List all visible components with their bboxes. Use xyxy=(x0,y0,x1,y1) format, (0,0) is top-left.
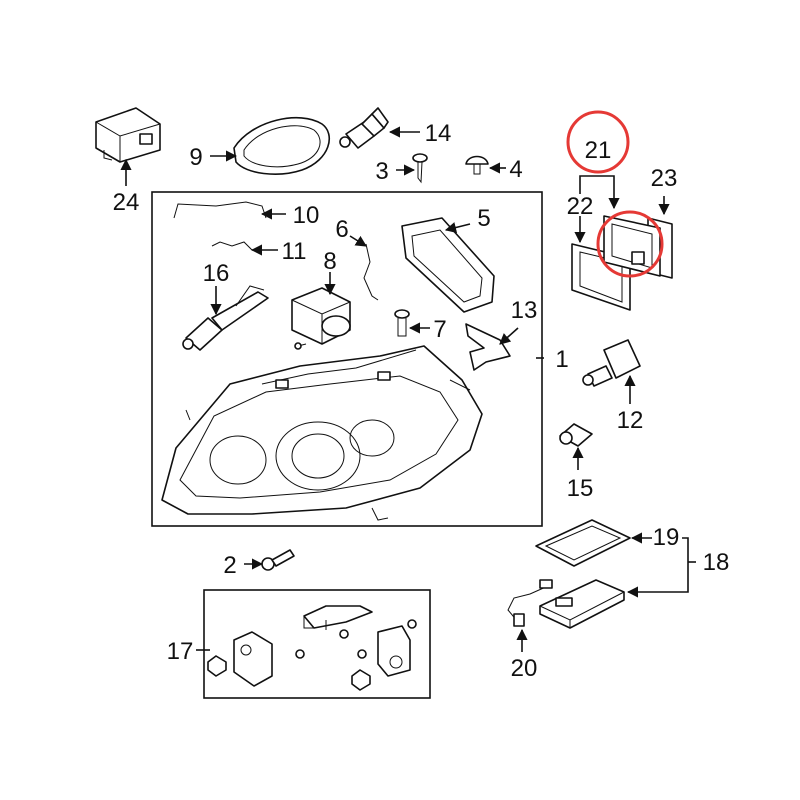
marker-bulb-part xyxy=(559,423,593,447)
callout-12: 12 xyxy=(617,407,644,434)
callout-7: 7 xyxy=(433,316,446,343)
screw-part xyxy=(412,153,428,184)
callout-5: 5 xyxy=(477,205,490,232)
callout-24: 24 xyxy=(113,189,140,216)
gasket-part xyxy=(535,519,631,567)
callout-19: 19 xyxy=(653,524,680,551)
cable-connector-part xyxy=(507,579,553,627)
callout-1: 1 xyxy=(555,346,568,373)
callout-21: 21 xyxy=(585,137,612,164)
hid-bulb-part xyxy=(582,339,641,387)
callout-16: 16 xyxy=(203,260,230,287)
wire-harness-10-part xyxy=(173,201,267,219)
callout-3: 3 xyxy=(375,158,388,185)
highlight-circle-callout-21 xyxy=(566,110,630,174)
callout-9: 9 xyxy=(189,144,202,171)
wire-harness-11-part xyxy=(211,241,253,251)
housing-frame-part xyxy=(401,217,495,313)
callout-15: 15 xyxy=(567,475,594,502)
ballast-part xyxy=(539,579,625,629)
control-module-part xyxy=(95,107,161,163)
callout-17: 17 xyxy=(167,638,194,665)
bezel-ring-part xyxy=(233,116,331,175)
leader-21 xyxy=(579,175,620,210)
callout-8: 8 xyxy=(323,248,336,275)
headlamp-assembly-box xyxy=(151,191,543,527)
headlamp-body-part xyxy=(161,345,483,521)
callout-18: 18 xyxy=(703,549,730,576)
ballast-plate-parts xyxy=(571,215,673,311)
callout-22: 22 xyxy=(567,193,594,220)
clip-part xyxy=(465,155,489,175)
bracket-clip-13-part xyxy=(465,323,511,371)
highlight-circle-part-21 xyxy=(596,210,664,278)
bracket-kit-parts xyxy=(207,605,417,691)
callout-6: 6 xyxy=(335,216,348,243)
wire-bracket-6-part xyxy=(363,243,379,301)
callout-4: 4 xyxy=(509,156,522,183)
callout-11: 11 xyxy=(282,238,307,265)
callout-14: 14 xyxy=(425,120,452,147)
callout-10: 10 xyxy=(293,202,320,229)
bolt-2-part xyxy=(261,549,295,571)
h7-bulb-part xyxy=(339,107,389,149)
leveling-motor-part xyxy=(291,287,351,350)
callout-2: 2 xyxy=(223,552,236,579)
bolt-7-part xyxy=(394,309,410,337)
bulb-socket-16-part xyxy=(182,285,269,351)
callout-13: 13 xyxy=(511,297,538,324)
callout-23: 23 xyxy=(651,165,678,192)
bracket-kit-box xyxy=(203,589,431,699)
callout-20: 20 xyxy=(511,655,538,682)
